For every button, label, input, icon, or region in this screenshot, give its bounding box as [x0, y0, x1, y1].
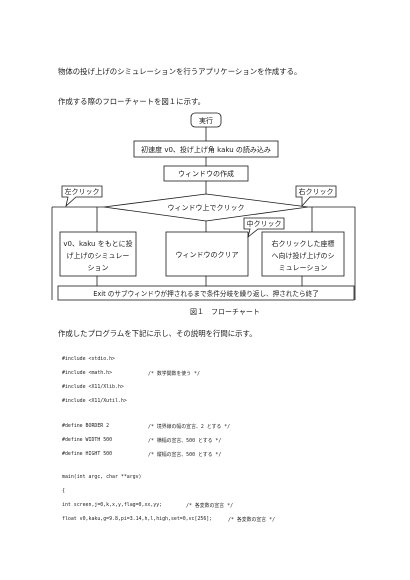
code-line: #include <math.h>/* 数学関数を使う */ — [62, 370, 200, 377]
left-action-line-1: v0、kaku をもとに投 — [63, 239, 132, 248]
loop-label: Exit のサブウィンドウが押されるまで条件分岐を繰り返し、押されたら終了 — [93, 289, 319, 298]
right-click-label: 右クリック — [299, 187, 334, 196]
middle-click-callout — [243, 217, 285, 239]
code-line: #include <stdio.h> — [62, 356, 115, 362]
intro-line-2: 作成する際のフローチャートを図１に示す。 — [58, 97, 206, 106]
code-line: #include <X11/Xutil.h> — [62, 398, 127, 404]
flowchart: 実行 初速度 v0、投げ上げ角 kaku の読み込み ウィンドウの作成 ウィンド… — [51, 112, 356, 301]
code-line: #include <X11/Xlib.h> — [62, 384, 124, 390]
middle-action-label: ウィンドウのクリア — [176, 251, 239, 259]
left-action-line-2: げ上げのシミュレー — [67, 251, 130, 260]
code-line: int screen,j=0,k,x,y,flag=0,xx,yy;/* 各変数… — [62, 502, 234, 509]
left-action-node — [59, 231, 137, 277]
intro-line-1: 物体の投げ上げのシミュレーションを行うアプリケーションを作成する。 — [58, 67, 302, 76]
code-line: #define WIDTH 500/* 横幅の宣言、500 とする */ — [62, 437, 222, 444]
left-click-label: 左クリック — [65, 187, 100, 196]
create-window-label: ウィンドウの作成 — [178, 169, 234, 178]
input-label: 初速度 v0、投げ上げ角 kaku の読み込み — [141, 145, 271, 154]
code-line: #define BORDER 2/* 境界線の幅の宣言、2 とする */ — [62, 423, 231, 430]
code-line: float v0,kaku,g=9.8,pi=3.14,h,l,high,set… — [62, 516, 276, 523]
code-line: main(int argc, char **argv) — [62, 474, 142, 480]
figure-caption: 図１ フローチャート — [190, 308, 260, 316]
decision-label: ウィンドウ上でクリック — [168, 203, 245, 212]
right-action-line-3: ミュレーション — [279, 264, 328, 272]
middle-action-node — [165, 231, 249, 277]
right-action-node — [261, 231, 345, 277]
right-action-line-1: 右クリックした座標 — [272, 239, 335, 248]
right-action-line-2: へ向け投げ上げのシ — [272, 251, 335, 260]
after-figure-text: 作成したプログラムを下記に示し、その説明を行間に示す。 — [58, 329, 257, 338]
left-action-line-3: ション — [88, 264, 109, 272]
start-label: 実行 — [199, 116, 213, 125]
left-click-callout — [61, 185, 103, 208]
right-click-callout — [295, 185, 337, 208]
code-line: { — [62, 488, 65, 494]
loop-node — [57, 285, 355, 301]
code-line: #define HIGHT 500/* 縦幅の宣言、500 とする */ — [62, 451, 222, 458]
middle-click-label: 中クリック — [247, 219, 282, 228]
